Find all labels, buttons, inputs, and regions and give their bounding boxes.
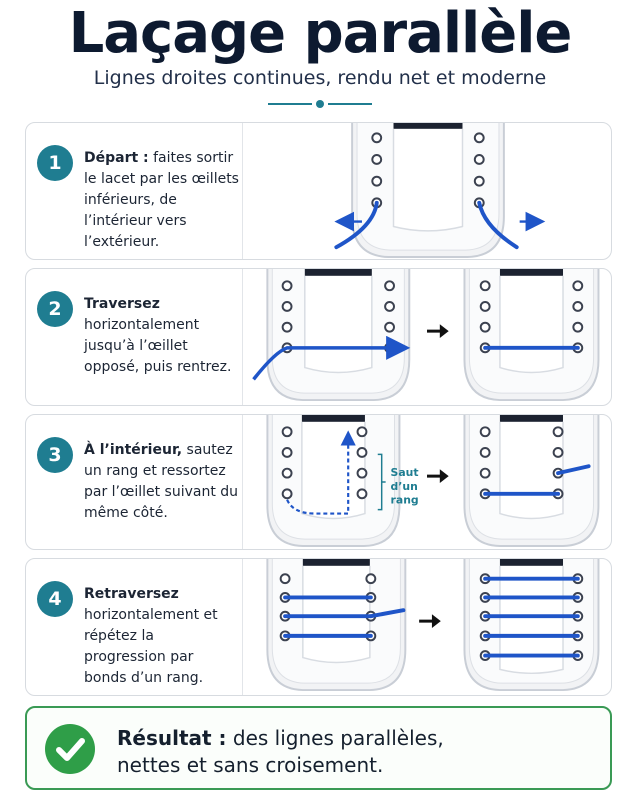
step-3-illustration: Saut d’un rang (266, 415, 600, 548)
check-icon (45, 724, 95, 774)
step-1-illustration (334, 123, 546, 259)
result-box: Résultat : des lignes parallèles, nettes… (25, 706, 612, 790)
step-card-2: 2 Traversez horizontalement jusqu’à l’œi… (25, 268, 612, 406)
page-title: Laçage parallèle (68, 1, 573, 66)
step-2-illustration (252, 269, 600, 402)
step-card-1: 1 Départ : faites sortir le lacet par le… (25, 122, 612, 260)
step-4-illustration (266, 559, 600, 692)
svg-text:rang: rang (391, 494, 419, 507)
svg-text:d’un: d’un (391, 480, 418, 493)
title-divider (268, 99, 372, 109)
step-number: 2 (37, 291, 73, 327)
step-text: À l’intérieur, sautez un rang et ressort… (84, 442, 239, 521)
skip-annotation: Saut (391, 466, 419, 479)
step-text: Départ : faites sortir le lacet par les … (84, 150, 239, 250)
result-text: Résultat : des lignes parallèles, nettes… (117, 726, 444, 777)
step-number: 3 (37, 437, 73, 473)
step-card-3: 3 À l’intérieur, sautez un rang et resso… (25, 414, 612, 550)
step-card-4: 4 Retraversez horizontalement et répétez… (25, 558, 612, 696)
step-text: Retraversez horizontalement et répétez l… (84, 586, 218, 686)
step-number: 1 (37, 145, 73, 181)
step-number: 4 (37, 581, 73, 617)
page-subtitle: Lignes droites continues, rendu net et m… (93, 67, 547, 89)
step-text: Traversez horizontalement jusqu’à l’œill… (84, 296, 232, 375)
